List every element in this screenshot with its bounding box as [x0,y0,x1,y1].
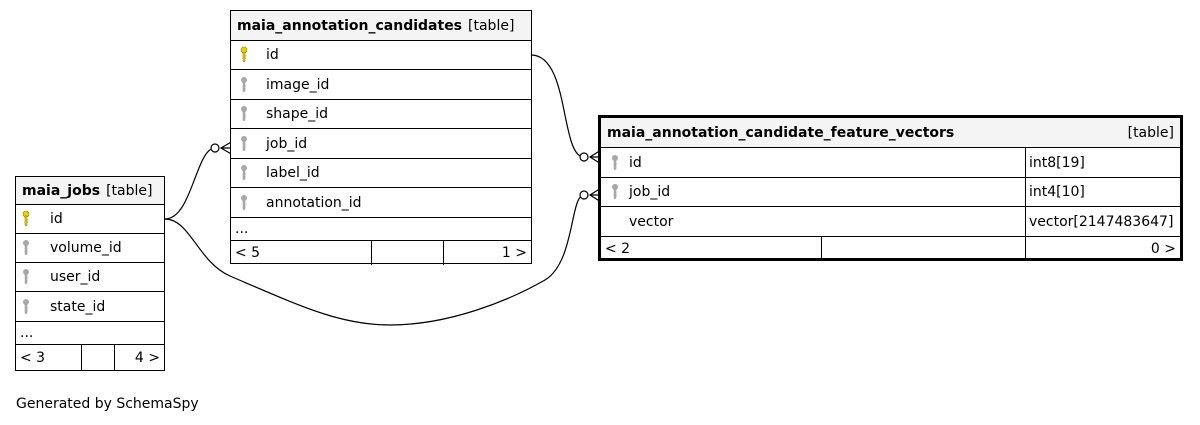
primary-key-icon [234,46,254,64]
footer-spacer [82,345,115,370]
table-maia-annotation-candidate-feature-vectors[interactable]: maia_annotation_candidate_feature_vector… [598,115,1183,261]
column-name: user_id [50,269,101,285]
column-name: state_id [50,298,106,315]
column-row[interactable]: state_id [16,292,164,322]
table-type: [table] [468,17,515,34]
children-count[interactable]: 0 > [1150,241,1176,257]
parents-count[interactable]: < 3 [16,345,82,370]
primary-key-icon [16,210,36,228]
column-name: job_id [629,178,1026,206]
foreign-key-icon [16,268,36,286]
children-count[interactable]: 1 > [501,245,527,261]
column-row[interactable]: label_id [231,159,531,188]
children-count[interactable]: 4 > [134,349,160,366]
column-row[interactable]: volume_id [16,234,164,263]
table-name: maia_annotation_candidates [237,17,463,34]
table-header[interactable]: maia_annotation_candidate_feature_vector… [601,118,1180,148]
edge-optional-marker [579,190,589,200]
column-name: image_id [266,76,330,93]
column-row[interactable]: image_id [231,70,531,100]
foreign-key-icon [234,164,254,182]
more-columns-ellipsis: ... [231,218,531,241]
table-type: [table] [106,182,153,199]
more-columns-ellipsis: ... [16,322,164,345]
foreign-key-icon [601,183,629,201]
edge-jobs-feature-vectors [164,194,585,326]
foreign-key-icon [234,76,254,94]
column-name: job_id [266,135,308,152]
generated-by-label: Generated by SchemaSpy [16,396,199,412]
column-row[interactable]: id [16,205,164,234]
column-row[interactable]: id int8[19] [601,148,1180,178]
column-datatype: int4[10] [1029,184,1085,200]
column-row[interactable]: vector vector[2147483647] [601,207,1180,237]
foreign-key-icon [16,239,36,257]
column-name: annotation_id [266,194,362,211]
table-name: maia_annotation_candidate_feature_vector… [607,124,955,141]
column-name: shape_id [266,106,329,122]
edge-jobs-candidates [164,147,216,220]
footer-spacer [372,241,444,265]
edge-candidates-feature-vectors [530,54,585,158]
column-row[interactable]: id [231,41,531,70]
foreign-key-icon [16,298,36,316]
edge-optional-marker [579,152,589,162]
column-row[interactable]: shape_id [231,100,531,129]
column-datatype: int8[19] [1029,154,1085,171]
parents-count[interactable]: < 2 [601,237,822,261]
table-footer: < 2 0 > [601,237,1180,261]
column-name: volume_id [50,240,122,256]
column-row[interactable]: annotation_id [231,188,531,218]
column-row[interactable]: job_id [231,129,531,159]
column-name: id [266,47,279,63]
table-footer: < 3 4 > [16,345,164,370]
table-maia-jobs[interactable]: maia_jobs [table] id volume_id user_id s… [15,176,165,371]
column-row[interactable]: job_id int4[10] [601,178,1180,207]
table-header[interactable]: maia_jobs [table] [16,177,164,205]
column-name: label_id [266,165,320,181]
foreign-key-icon [601,154,629,172]
footer-spacer [822,237,1026,261]
foreign-key-icon [234,135,254,153]
table-maia-annotation-candidates[interactable]: maia_annotation_candidates [table] id im… [230,10,532,265]
table-footer: < 5 1 > [231,241,531,265]
column-name: vector [629,207,1026,236]
column-name: id [629,148,1026,177]
table-header[interactable]: maia_annotation_candidates [table] [231,11,531,41]
edge-optional-marker [210,143,220,153]
foreign-key-icon [234,105,254,123]
column-row[interactable]: user_id [16,263,164,292]
foreign-key-icon [234,194,254,212]
table-type: [table] [1127,124,1174,141]
column-datatype: vector[2147483647] [1029,213,1174,230]
parents-count[interactable]: < 5 [231,241,372,265]
table-name: maia_jobs [22,182,101,199]
column-name: id [50,211,63,227]
